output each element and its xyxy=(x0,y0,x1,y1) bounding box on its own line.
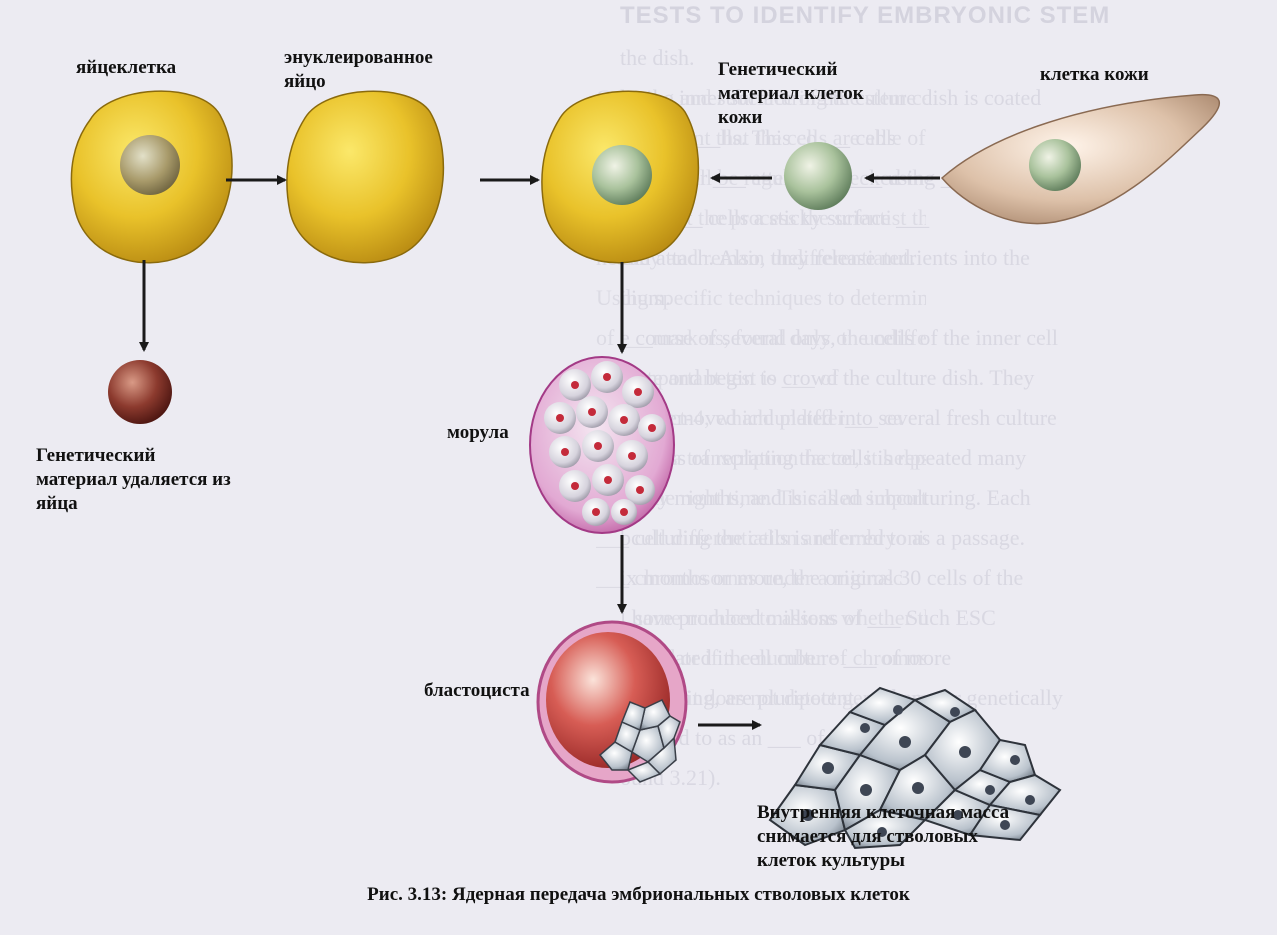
bg-line: process of replating the cells is repeat… xyxy=(620,445,1027,470)
egg-nucleus xyxy=(120,135,180,195)
bg-col-line: ___ chromosomes under a microsc xyxy=(596,565,903,590)
skin-cell xyxy=(940,93,1221,225)
bg-line: e course of several days, the cells of t… xyxy=(620,325,1058,350)
bg-col-line: of ___markers, found only on undifferent… xyxy=(596,325,926,350)
bg-line: dium. xyxy=(620,285,671,310)
enucleated-egg xyxy=(286,90,445,264)
reconstructed-egg xyxy=(541,90,700,264)
bg-line: ully removed and plated into several fre… xyxy=(620,405,1057,430)
label-enucleated-egg: энуклеированное яйцо xyxy=(284,47,433,92)
bg-line: many months, and is called subculturing.… xyxy=(620,485,1031,510)
inner-cell-mass xyxy=(768,686,1062,850)
bg-line: ix months or more, the original 30 cells… xyxy=(620,565,1024,590)
bg-line: erentiating, are pluripotent, and appear… xyxy=(620,685,1063,710)
transferred-nucleus xyxy=(592,145,652,205)
morula xyxy=(529,356,675,534)
label-egg: яйцеклетка xyxy=(76,57,177,78)
morula-cells xyxy=(544,361,666,526)
bg-col-line: ___ cell differentiation and embryonic d… xyxy=(596,525,926,550)
label-skin-genetic-material: Генетический материал клеток кожи xyxy=(718,59,864,128)
blastocyst xyxy=(536,620,688,784)
label-blastocyst: бластоциста xyxy=(424,680,530,701)
label-skin-cell: клетка кожи xyxy=(1040,64,1149,85)
bg-line: the dish. xyxy=(620,45,695,70)
inner-cell-mass-cluster xyxy=(598,699,681,783)
background-title: TESTS TO IDENTIFY EMBRYONIC STEM xyxy=(620,2,1111,29)
label-inner-cell-mass: Внутренняя клеточная масса снимается для… xyxy=(757,802,1010,871)
bg-line: l have produced millions of ___ Such ESC xyxy=(620,605,996,630)
label-morula: морула xyxy=(447,422,509,443)
label-removed-genetic-material: Генетический материал удаляется из яйца xyxy=(36,445,231,514)
figure-caption: Рис. 3.13: Ядерная передача эмбриональны… xyxy=(367,884,910,905)
bg-col-line: ___ some number to assess whether the ch… xyxy=(596,605,926,630)
bg-line: erate and begin to crowd the culture dis… xyxy=(620,365,1035,390)
bg-line: ly, the inner surface of the culture dis… xyxy=(620,85,1042,110)
skin-cell-nucleus xyxy=(1029,139,1081,191)
bg-line: bculturing the cells is referred to as a… xyxy=(620,525,1026,550)
bg-line: ead attach. Also, they release nutrients… xyxy=(620,245,1030,270)
removed-nucleus xyxy=(108,360,172,424)
bg-col-line: Using specific techniques to determine t… xyxy=(596,285,926,310)
skin-nucleus xyxy=(784,142,852,210)
arrows xyxy=(139,173,940,730)
egg-cell xyxy=(70,90,233,264)
